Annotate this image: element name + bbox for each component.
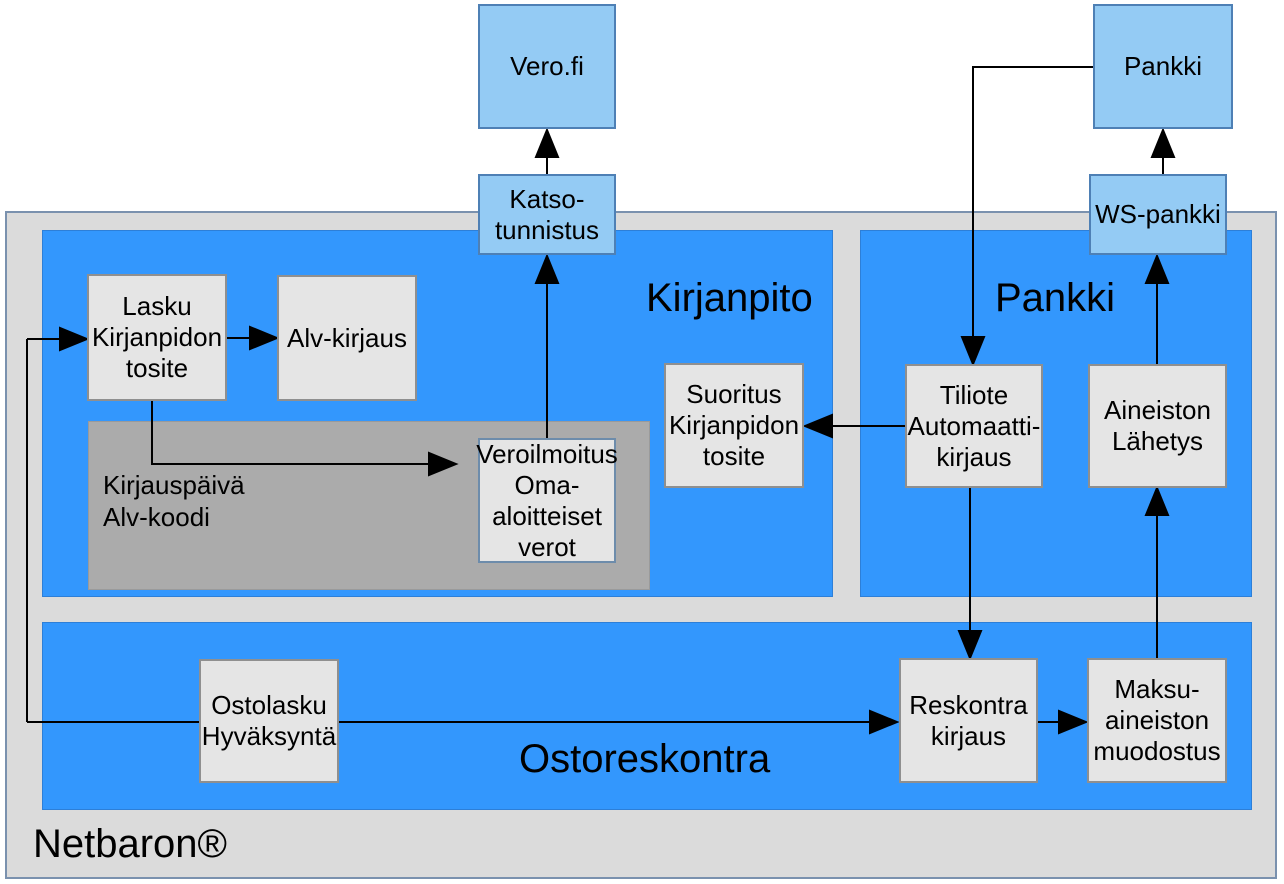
node-label: Reskontra kirjaus — [909, 689, 1028, 751]
external-box-label: Vero.fi — [510, 51, 584, 81]
node-reskontra-kirjaus: Reskontra kirjaus — [899, 658, 1038, 783]
connector-lasku-to-alv — [227, 325, 280, 351]
connector-veroilmoitus-to-katso — [534, 253, 560, 438]
connector-tiliote-to-reskontra — [957, 488, 983, 661]
node-label: Lasku Kirjanpidon tosite — [91, 291, 223, 383]
connector-wspankki-to-pankki — [1150, 127, 1176, 174]
connector-ostolasku-to-reskontra — [27, 709, 900, 735]
connector-aineiston-to-wspankki — [1144, 253, 1170, 364]
node-tiliote-automaattikirjaus: Tiliote Automaatti- kirjaus — [905, 364, 1043, 488]
region-label-pankki: Pankki — [995, 276, 1116, 320]
node-lasku-kirjanpidon-tosite: Lasku Kirjanpidon tosite — [87, 274, 227, 401]
node-label: Suoritus Kirjanpidon tosite — [668, 379, 800, 471]
connector-tiliote-to-suoritus — [802, 413, 905, 439]
region-label-kirjanpito: Kirjanpito — [646, 276, 813, 320]
node-suoritus-kirjanpidon-tosite: Suoritus Kirjanpidon tosite — [664, 363, 804, 488]
node-veroilmoitus-oma-aloitteiset-verot: Veroilmoitus Oma-aloitteiset verot — [476, 438, 618, 563]
node-label: Maksu- aineiston muodostus — [1093, 674, 1221, 766]
connector-katso-to-verofi — [534, 127, 560, 174]
connector-maksu-to-aineiston — [1144, 485, 1170, 658]
node-alv-kirjaus: Alv-kirjaus — [277, 275, 417, 401]
external-box-vero-fi: Vero.fi — [478, 4, 616, 129]
external-box-pankki: Pankki — [1093, 4, 1233, 129]
external-box-label: Katso- tunnistus — [494, 183, 600, 245]
region-label-ostoreskontra: Ostoreskontra — [519, 737, 771, 781]
connector-ostolasku-to-lasku — [26, 326, 90, 722]
node-label: Tiliote Automaatti- kirjaus — [907, 379, 1041, 472]
connector-reskontra-to-maksu — [1038, 709, 1089, 735]
node-ostolasku-hyvaksynta: Ostolasku Hyväksyntä — [199, 659, 339, 783]
external-box-label: Pankki — [1123, 51, 1203, 81]
node-label: Aineiston Lähetys — [1104, 395, 1211, 456]
platform-label-netbaron: Netbaron® — [33, 822, 228, 866]
connector-lasku-to-veroilmoitus — [151, 400, 459, 477]
connector-pankki-to-tiliote — [960, 66, 1093, 367]
node-label: Alv-kirjaus — [287, 322, 407, 353]
subregion-label-kirjauspaiva-alv-koodi: Kirjauspäivä Alv-koodi — [103, 470, 245, 532]
node-aineiston-lahetys: Aineiston Lähetys — [1088, 364, 1227, 488]
external-box-ws-pankki: WS-pankki — [1089, 174, 1227, 255]
node-maksuaineiston-muodostus: Maksu- aineiston muodostus — [1087, 658, 1227, 783]
external-box-katso-tunnistus: Katso- tunnistus — [478, 174, 616, 255]
external-box-label: WS-pankki — [1095, 199, 1221, 229]
node-label: Veroilmoitus Oma-aloitteiset verot — [476, 438, 618, 562]
node-label: Ostolasku Hyväksyntä — [201, 690, 337, 751]
